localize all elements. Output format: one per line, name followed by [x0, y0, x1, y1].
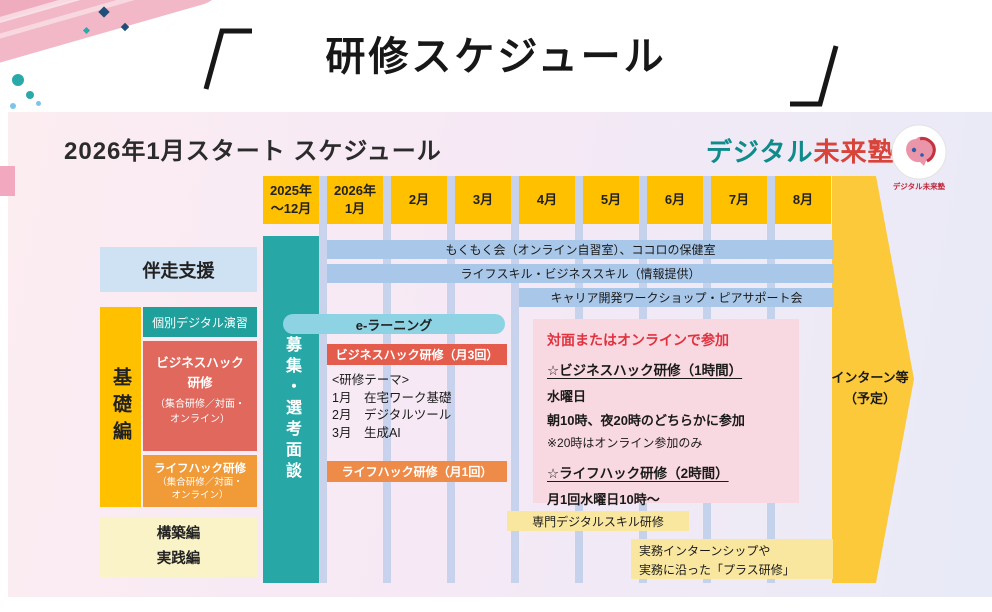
support-row-label: 伴走支援 — [100, 247, 257, 292]
basic-section-label: 基礎編 — [100, 307, 141, 507]
month-gridline — [447, 176, 455, 583]
intern-arrow-label: インターン等 （予定） — [831, 370, 909, 406]
life-hack-training-box: ライフハック研修 （集合研修／対面・ オンライン） — [143, 455, 257, 507]
dot-decoration — [12, 74, 24, 86]
individual-digital-practice-label: 個別デジタル演習 — [143, 307, 257, 337]
bracket-left-decoration — [203, 28, 252, 90]
schedule-heading: 2026年1月スタート スケジュール — [64, 138, 442, 165]
info-life-hack-heading: ☆ライフハック研修（2時間） — [547, 466, 729, 481]
recruiting-selection-column: 募集・選考面談 — [263, 236, 319, 583]
timeline-month: 6月 — [647, 176, 703, 224]
life-hack-subtitle: （集合研修／対面・ オンライン） — [157, 477, 243, 502]
elearning-bar: e-ラーニング — [283, 314, 505, 334]
timeline-month: 3月 — [455, 176, 511, 224]
brand-name-miraijuku: 未来塾 — [813, 137, 895, 167]
internship-plus-training-bar: 実務インターンシップや 実務に沿った「プラス研修」 — [631, 539, 833, 579]
dot-decoration — [36, 101, 41, 106]
participation-info-box: 対面またはオンラインで参加 ☆ビジネスハック研修（1時間） 水曜日 朝10時、夜… — [533, 319, 799, 507]
timeline-month: 4月 — [519, 176, 575, 224]
business-hack-training-box: ビジネスハック 研修 （集合研修／対面・ オンライン） — [143, 341, 257, 451]
month-gridline — [511, 176, 519, 583]
title-banner: 研修スケジュール — [0, 0, 992, 112]
brain-logo-icon — [891, 124, 947, 180]
logo-caption: デジタル未来塾 — [892, 182, 946, 191]
dot-decoration — [26, 91, 34, 99]
info-box-title: 対面またはオンラインで参加 — [547, 332, 729, 348]
digital-skill-bar: 専門デジタルスキル研修 — [507, 511, 689, 531]
month-gridline — [383, 176, 391, 583]
mokumoku-bar: もくもく会（オンライン自習室）、ココロの保健室 — [327, 240, 834, 259]
intern-arrow-shape — [832, 176, 914, 583]
page-title: 研修スケジュール — [325, 35, 667, 79]
timeline-month: 2026年 1月 — [327, 176, 383, 224]
brand-name-digital: デジタル — [706, 137, 814, 167]
life-hack-title: ライフハック研修 — [154, 463, 246, 475]
lifeskill-bar: ライフスキル・ビジネススキル（情報提供） — [327, 264, 834, 283]
info-life-hack-time: 月1回水曜日10時〜 — [547, 492, 660, 507]
timeline-month: 5月 — [583, 176, 639, 224]
brand-logo-text: デジタル未来塾 — [706, 132, 895, 169]
timeline-month: 7月 — [711, 176, 767, 224]
career-workshop-bar: キャリア開発ワークショップ・ピアサポート会 — [519, 288, 834, 307]
bracket-right-decoration — [790, 45, 839, 107]
business-hack-bar: ビジネスハック研修（月3回） — [327, 344, 507, 365]
construction-practice-label: 構築編 実践編 — [100, 517, 257, 577]
info-business-hack-day: 水曜日 — [547, 389, 587, 404]
life-hack-bar: ライフハック研修（月1回） — [327, 461, 507, 482]
info-business-hack-time: 朝10時、夜20時のどちらかに参加 — [547, 413, 745, 428]
info-business-hack-note: ※20時はオンライン参加のみ — [547, 436, 703, 450]
timeline-month: 2月 — [391, 176, 447, 224]
info-business-hack-heading: ☆ビジネスハック研修（1時間） — [547, 363, 743, 378]
timeline-month: 8月 — [775, 176, 831, 224]
dot-decoration — [10, 103, 16, 109]
timeline-month: 2025年 〜12月 — [263, 176, 319, 224]
training-themes-text: <研修テーマ> 1月 在宅ワーク基礎 2月 デジタルツール 3月 生成AI — [332, 373, 452, 440]
month-gridline — [319, 176, 327, 583]
business-hack-subtitle: （集合研修／対面・ オンライン） — [155, 399, 245, 425]
business-hack-title: ビジネスハック 研修 — [156, 356, 244, 390]
pink-accent-decoration — [0, 166, 15, 196]
